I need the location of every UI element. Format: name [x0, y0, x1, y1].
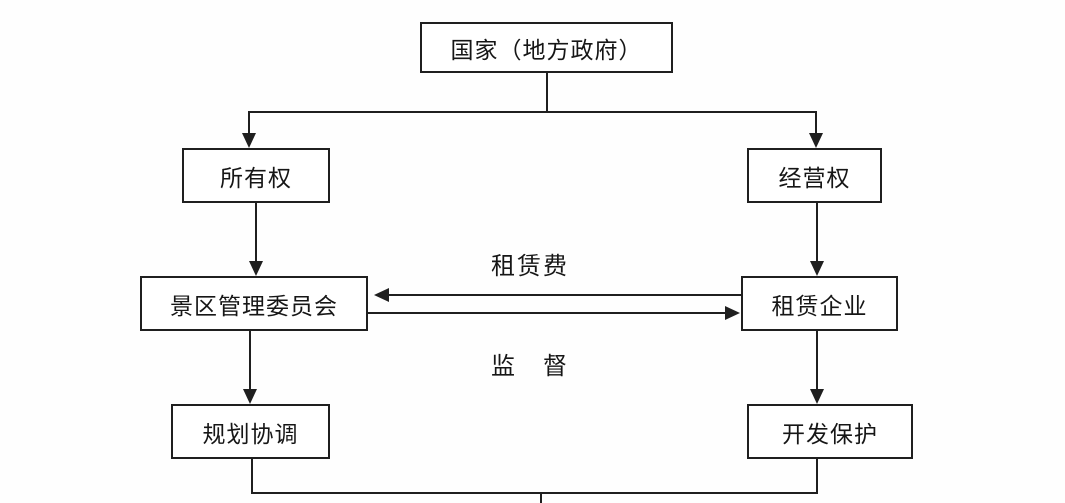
connector-bottom-rail: [251, 492, 818, 494]
node-ownership-label: 所有权: [220, 165, 292, 191]
connector-ownership-committee: [255, 203, 257, 262]
node-planning-label: 规划协调: [202, 421, 299, 447]
node-development: 开发保护: [747, 404, 913, 459]
edge-label-supervision: 监 督: [491, 354, 569, 380]
arrowhead-down-operating-icon: [809, 133, 823, 148]
node-committee-label: 景区管理委员会: [170, 293, 338, 319]
arrowhead-left-rent-icon: [374, 288, 389, 302]
edge-label-rent-fee: 租赁费: [491, 254, 569, 280]
connector-enterprise-development: [816, 331, 818, 391]
connector-supervision: [368, 312, 726, 314]
node-development-label: 开发保护: [782, 421, 878, 447]
connector-top-rail: [248, 111, 817, 113]
node-ownership: 所有权: [182, 148, 330, 203]
arrowhead-down-planning-icon: [243, 389, 257, 404]
connector-development-drop: [816, 459, 818, 494]
connector-committee-planning: [249, 331, 251, 391]
node-enterprise-label: 租赁企业: [771, 293, 868, 319]
arrowhead-down-committee-icon: [249, 261, 263, 276]
connector-bottom-stub: [540, 492, 542, 503]
connector-to-ownership: [248, 111, 250, 135]
connector-government-stem: [546, 73, 548, 113]
node-enterprise: 租赁企业: [741, 276, 898, 331]
node-committee: 景区管理委员会: [140, 276, 368, 331]
node-planning: 规划协调: [171, 404, 330, 459]
node-operating-right: 经营权: [747, 148, 882, 203]
arrowhead-down-development-icon: [810, 389, 824, 404]
node-government: 国家（地方政府）: [420, 22, 673, 73]
arrowhead-down-enterprise-icon: [810, 261, 824, 276]
node-government-label: 国家（地方政府）: [450, 37, 643, 63]
connector-rent-fee: [387, 294, 741, 296]
node-operating-right-label: 经营权: [778, 165, 851, 191]
arrowhead-right-supervision-icon: [725, 306, 740, 320]
arrowhead-down-ownership-icon: [242, 133, 256, 148]
connector-operating-enterprise: [816, 203, 818, 262]
connector-to-operating: [815, 111, 817, 135]
connector-planning-drop: [251, 459, 253, 494]
